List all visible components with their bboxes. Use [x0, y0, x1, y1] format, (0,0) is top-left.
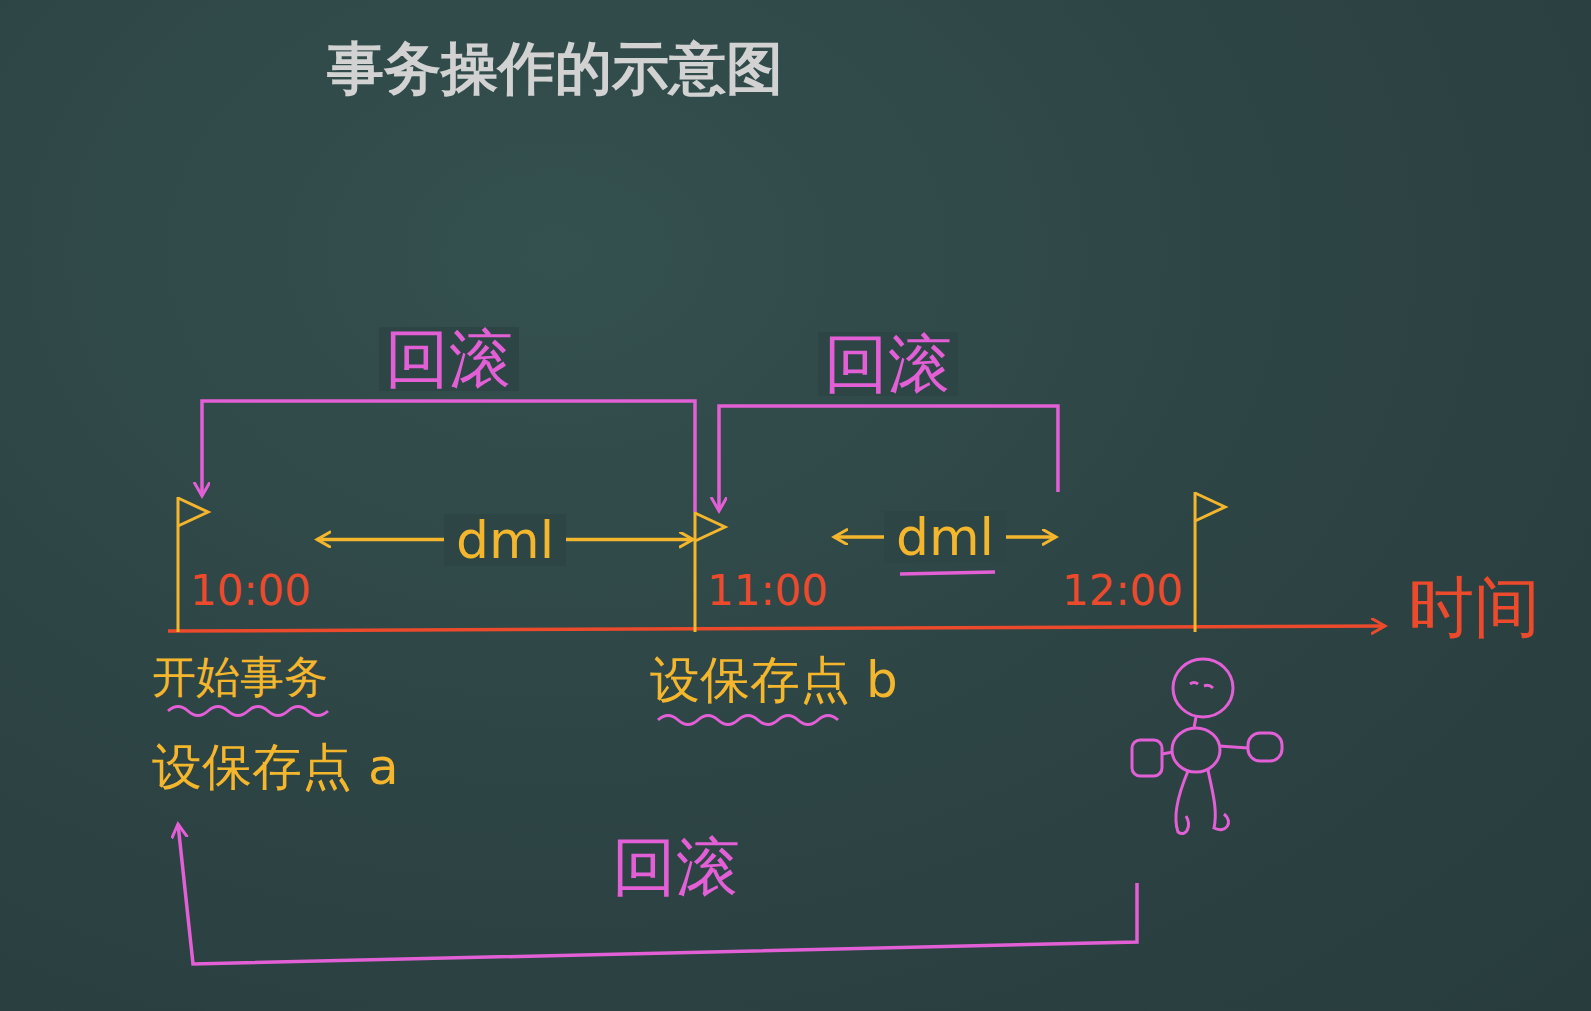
time-label: 12:00: [1062, 570, 1183, 612]
stick-figure: [1132, 659, 1282, 834]
flag-cloth: [1195, 493, 1225, 521]
dml-label: dml: [444, 514, 566, 566]
figure-arm: [1162, 752, 1173, 754]
rollback-arrow: [719, 406, 1058, 511]
rollback-label: 回滚: [379, 327, 519, 391]
savepoint-note: 设保存点 b: [650, 655, 898, 705]
label-holder: 回滚: [612, 835, 740, 899]
time-label: 11:00: [707, 570, 828, 612]
diagram-title: 事务操作的示意图: [327, 40, 783, 97]
figure-body: [1172, 728, 1220, 772]
flag-cloth: [695, 513, 725, 541]
title-holder: 事务操作的示意图: [327, 40, 783, 97]
axis-label: 时间: [1408, 575, 1540, 641]
figure-hand: [1248, 733, 1282, 761]
figure-leg: [1176, 771, 1189, 834]
label-holder: 开始事务: [152, 655, 328, 699]
edge-label-holder: 回滚: [818, 332, 958, 396]
dml-label: dml: [884, 511, 1006, 563]
time-label: 10:00: [190, 570, 311, 612]
flag-marker: 12:00: [1056, 492, 1229, 632]
figure-hand: [1132, 740, 1162, 776]
edge-label-holder: dml: [884, 511, 1006, 563]
flag-marker: 10:00: [176, 497, 317, 632]
label-holder: 时间: [1408, 575, 1540, 641]
wavy-underline: [168, 707, 328, 716]
label-holder: 设保存点 a: [152, 742, 399, 792]
edge-label-holder: 回滚: [379, 327, 519, 391]
rollback-label: 回滚: [818, 332, 958, 396]
label-holder: 设保存点 b: [650, 655, 898, 705]
rollback-label: 回滚: [612, 835, 740, 899]
figure-arm: [1219, 746, 1248, 748]
flag-cloth: [178, 498, 208, 526]
figure-neck: [1194, 717, 1196, 728]
figure-eyes: [1190, 683, 1213, 689]
edge-label-holder: dml: [444, 514, 566, 566]
savepoint-note: 设保存点 a: [152, 742, 399, 792]
figure-leg: [1208, 770, 1229, 830]
rollback-arrow: [202, 401, 695, 512]
figure-head: [1173, 659, 1233, 717]
time-axis: [168, 626, 1385, 631]
start-note: 开始事务: [152, 655, 328, 699]
wavy-underline: [658, 716, 838, 725]
flag-pole: [177, 497, 180, 632]
flag-pole: [1194, 492, 1197, 632]
rollback-arrow: [178, 824, 1137, 964]
flag-pole: [694, 512, 697, 632]
flag-marker: 11:00: [693, 512, 834, 632]
underline: [900, 572, 995, 574]
